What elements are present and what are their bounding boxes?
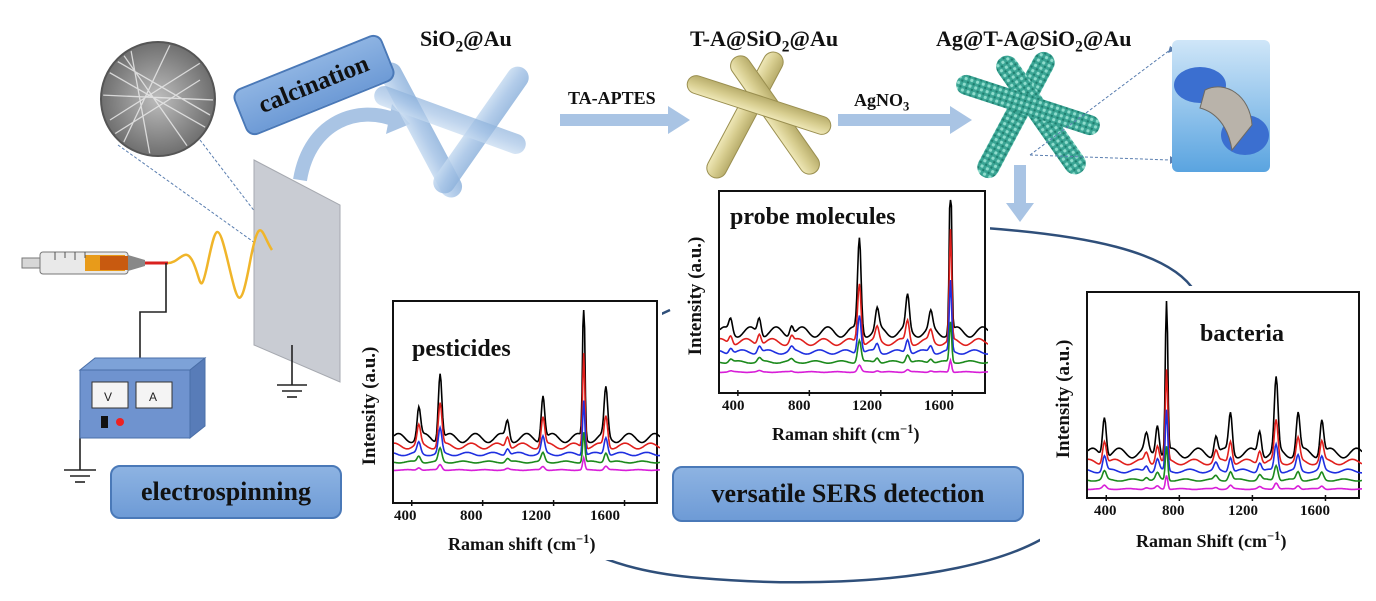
spectrum-series-line	[394, 432, 660, 464]
spectrum-series-line	[1088, 409, 1362, 474]
spectrum-series-line	[1088, 369, 1362, 466]
chart-title-bacteria: bacteria	[1200, 321, 1284, 347]
panel-probe: probe molecules Intensity (a.u.) 400 800…	[676, 185, 990, 450]
spectrum-series-line	[394, 400, 660, 457]
fiber-taau-icon	[686, 51, 832, 179]
svg-text:V: V	[104, 390, 112, 404]
spectrum-series-line	[1088, 475, 1362, 491]
spectrum-series-line	[720, 229, 988, 347]
electrospinning-jet	[167, 229, 274, 299]
spectrum-series-line	[394, 309, 660, 444]
ylabel-probe: Intensity (a.u.)	[685, 236, 706, 356]
tick-label: 800	[1162, 503, 1185, 519]
syringe-icon	[21, 251, 168, 275]
xlabel-pesticides: Raman shift (cm−1)	[448, 532, 596, 554]
label-taau: T-A@SiO2@Au	[690, 26, 839, 56]
chart-bacteria-frame: bacteria	[1086, 291, 1362, 501]
fiber-agtaau-icon	[956, 51, 1100, 179]
chart-title-probe: probe molecules	[730, 204, 896, 230]
electrospinning-badge: electrospinning	[110, 465, 342, 519]
spectrum-series-line	[720, 321, 988, 364]
tick-label: 1600	[924, 398, 954, 414]
label-agno3: AgNO3	[854, 90, 910, 114]
tick-label: 400	[394, 508, 417, 524]
chart-probe-frame: probe molecules	[718, 190, 988, 396]
spectrum-series-line	[1088, 446, 1362, 482]
ylabel-pesticides: Intensity (a.u.)	[359, 346, 380, 466]
tick-label: 1600	[1300, 503, 1330, 519]
flexible-substrate-photo	[1172, 40, 1270, 172]
chart-title-pesticides: pesticides	[412, 336, 511, 362]
tick-label: 1200	[1228, 503, 1258, 519]
spectrum-series-line	[394, 454, 660, 472]
label-ta-aptes: TA-APTES	[568, 88, 656, 108]
chart-pesticides-frame: pesticides	[392, 300, 660, 506]
power-supply-icon: V A	[78, 356, 207, 440]
calcination-arrow	[293, 107, 398, 182]
connector-loop-upper	[984, 226, 1197, 293]
sem-image-icon	[100, 41, 216, 157]
tick-label: 800	[788, 398, 811, 414]
label-agtaau: Ag@T-A@SiO2@Au	[936, 26, 1132, 56]
panel-bacteria: bacteria Intensity (a.u.) 400 800 1200 1…	[1040, 286, 1366, 566]
panel-pesticides: pesticides Intensity (a.u.) 400 800 1200…	[350, 295, 662, 560]
xlabel-probe: Raman shift (cm−1)	[772, 422, 920, 444]
spectrum-series-line	[1088, 300, 1362, 459]
tick-label: 1200	[852, 398, 882, 414]
versatile-sers-badge: versatile SERS detection	[672, 466, 1024, 522]
spectrum-series-line	[394, 353, 660, 450]
tick-label: 400	[722, 398, 745, 414]
collector-plate	[253, 159, 341, 383]
ylabel-bacteria: Intensity (a.u.)	[1053, 339, 1074, 459]
process-arrows	[560, 106, 1034, 222]
fiber-sio2au-icon	[374, 62, 529, 198]
svg-text:A: A	[149, 390, 157, 404]
tick-label: 400	[1094, 503, 1117, 519]
tick-label: 1600	[590, 508, 620, 524]
label-sio2au: SiO2@Au	[420, 26, 512, 56]
tick-label: 800	[460, 508, 483, 524]
spectrum-series-line	[720, 280, 988, 355]
tick-label: 1200	[521, 508, 551, 524]
spectrum-series-line	[720, 357, 988, 374]
xlabel-bacteria: Raman Shift (cm−1)	[1136, 529, 1287, 551]
spectrum-series-line	[720, 199, 988, 338]
